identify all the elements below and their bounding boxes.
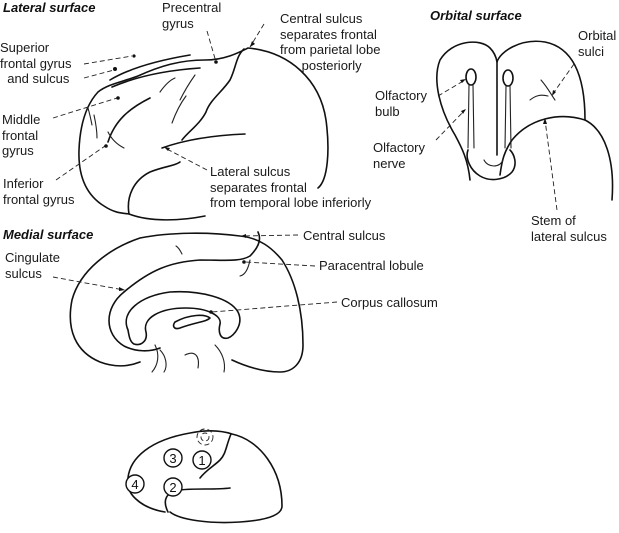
area-marker-3-label: 3	[169, 451, 176, 466]
olfactory-bulb-right	[502, 69, 514, 87]
label-olfactory-bulb: Olfactory bulb	[375, 88, 428, 119]
corpus-callosum-shape	[125, 290, 241, 346]
label-orbital-sulci: Orbital sulci	[578, 28, 617, 59]
area-marker-2: 2	[163, 477, 183, 497]
olfactory-bulb-left	[465, 68, 477, 86]
area-marker-3: 3	[163, 448, 183, 468]
label-middle-frontal-gyrus: Middle frontal gyrus	[2, 112, 41, 158]
label-central-sulcus-medial: Central sulcus	[303, 228, 386, 243]
orbital-temporal-pole	[584, 119, 614, 201]
cingulate-gyrus	[123, 231, 261, 293]
label-stem-lateral-sulcus: Stem of lateral sulcus	[531, 213, 607, 244]
superior-frontal-sulcus	[109, 54, 191, 81]
area-marker-1-label: 1	[198, 453, 205, 468]
orbital-brain-drawing	[435, 40, 614, 211]
inferior-frontal-sulcus	[107, 97, 151, 143]
lateral-surface-title: Lateral surface	[3, 0, 96, 15]
area-marker-4: 4	[125, 474, 145, 494]
medial-outline	[69, 232, 304, 373]
medial-surface-title: Medial surface	[3, 227, 94, 242]
area-marker-2-label: 2	[169, 480, 176, 495]
label-precentral-gyrus: Precentral gyrus	[162, 0, 222, 31]
area-marker-4-label: 4	[131, 477, 138, 492]
area-dashed-circle	[196, 428, 214, 446]
label-central-sulcus-lateral: Central sulcus separates frontal from pa…	[280, 11, 381, 73]
lateral-outline	[78, 47, 329, 215]
label-cingulate-sulcus: Cingulate sulcus	[5, 250, 60, 281]
central-sulcus-lateral	[181, 48, 245, 141]
lateral-sulcus-line	[161, 133, 246, 149]
label-inferior-frontal-gyrus: Inferior frontal gyrus	[3, 176, 75, 207]
areas-brain-drawing: 1 2 3 4	[125, 428, 283, 524]
lateral-brain-drawing	[52, 23, 329, 221]
area-marker-1: 1	[192, 450, 212, 470]
orbital-surface-title: Orbital surface	[430, 8, 522, 23]
label-superior-frontal-gyrus: Superior frontal gyrus and sulcus	[0, 40, 72, 86]
temporal-lobe-outline	[128, 213, 206, 221]
label-paracentral-lobule: Paracentral lobule	[319, 258, 424, 273]
superior-frontal-sulcus-2	[111, 67, 201, 88]
label-olfactory-nerve: Olfactory nerve	[373, 140, 426, 171]
label-lateral-sulcus: Lateral sulcus separates frontal from te…	[210, 164, 372, 210]
label-corpus-callosum: Corpus callosum	[341, 295, 438, 310]
medial-brain-drawing	[52, 231, 338, 373]
